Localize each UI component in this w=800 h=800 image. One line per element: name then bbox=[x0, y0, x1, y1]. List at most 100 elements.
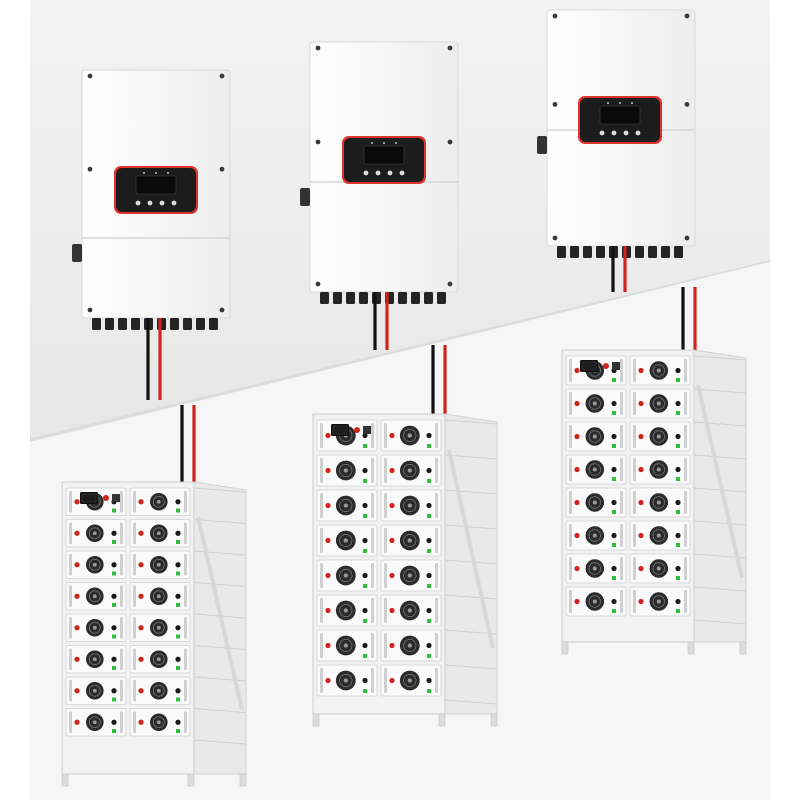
status-led bbox=[363, 619, 367, 623]
side-handle bbox=[537, 136, 547, 154]
fan-ring bbox=[403, 498, 417, 513]
terminal-positive bbox=[574, 532, 580, 539]
battery-module bbox=[629, 355, 691, 386]
module-handle bbox=[620, 458, 623, 481]
fan-hub bbox=[343, 608, 348, 613]
bms-port bbox=[112, 494, 120, 502]
bottom-connector bbox=[359, 292, 368, 304]
fan-ring bbox=[403, 673, 417, 688]
rack-side-shelf bbox=[693, 454, 747, 460]
module-handle bbox=[633, 359, 636, 382]
fan-hub bbox=[656, 533, 661, 538]
module-handle bbox=[320, 493, 323, 518]
status-led bbox=[676, 444, 680, 448]
module-handle bbox=[371, 633, 374, 658]
screw bbox=[219, 73, 225, 79]
status-led bbox=[363, 514, 367, 518]
module-handle bbox=[684, 359, 687, 382]
module-handle bbox=[120, 491, 123, 513]
terminal-negative bbox=[426, 467, 432, 474]
status-led bbox=[363, 479, 367, 483]
terminal-positive bbox=[638, 565, 644, 572]
bms-screen bbox=[332, 425, 348, 435]
bottom-connector bbox=[661, 246, 670, 258]
terminal-positive bbox=[389, 432, 395, 439]
rack-side-shelf bbox=[693, 421, 747, 427]
battery-module bbox=[316, 594, 378, 627]
terminal-negative bbox=[362, 537, 368, 544]
screw bbox=[219, 166, 225, 172]
screw bbox=[87, 166, 93, 172]
fan-ring bbox=[403, 428, 417, 443]
fan-ring bbox=[152, 684, 165, 697]
terminal-positive bbox=[389, 642, 395, 649]
terminal-negative bbox=[111, 530, 117, 536]
battery-module bbox=[65, 645, 127, 674]
bms-breaker bbox=[354, 427, 360, 433]
terminal-negative bbox=[611, 598, 617, 605]
terminal-positive bbox=[325, 502, 331, 509]
battery-module bbox=[65, 613, 127, 642]
rack-side-shelf bbox=[444, 664, 498, 670]
terminal-negative bbox=[611, 400, 617, 407]
module-handle bbox=[620, 557, 623, 580]
fan-hub bbox=[656, 599, 661, 604]
terminal-negative bbox=[426, 607, 432, 614]
battery-module bbox=[316, 454, 378, 487]
terminal-positive bbox=[138, 499, 144, 505]
module-handle bbox=[569, 392, 572, 415]
module-handle bbox=[620, 491, 623, 514]
fan-ring bbox=[88, 716, 101, 729]
fan-ring bbox=[403, 463, 417, 478]
bottom-connector bbox=[209, 318, 218, 330]
fan-hub bbox=[156, 720, 161, 725]
module-handle bbox=[569, 557, 572, 580]
terminal-positive bbox=[325, 607, 331, 614]
bottom-connector bbox=[346, 292, 355, 304]
battery-module bbox=[129, 708, 191, 737]
module-handle bbox=[569, 524, 572, 547]
module-handle bbox=[684, 557, 687, 580]
terminal-negative bbox=[175, 625, 181, 631]
battery-module bbox=[129, 519, 191, 548]
module-handle bbox=[684, 392, 687, 415]
module-handle bbox=[133, 585, 136, 607]
battery-module bbox=[565, 454, 627, 485]
rack-side-shelf bbox=[193, 487, 247, 493]
status-led bbox=[112, 634, 116, 639]
fan-hub bbox=[592, 401, 597, 406]
battery-module bbox=[129, 550, 191, 579]
terminal-positive bbox=[74, 688, 80, 694]
status-led bbox=[427, 619, 431, 623]
module-handle bbox=[633, 524, 636, 547]
bms-port bbox=[363, 426, 371, 434]
fan-hub bbox=[656, 566, 661, 571]
fan-ring bbox=[588, 463, 602, 476]
rack-side-shelf bbox=[444, 699, 498, 705]
rack-side-shelf bbox=[693, 520, 747, 526]
battery-module bbox=[380, 524, 442, 557]
terminal-negative bbox=[611, 499, 617, 506]
display-indicator bbox=[619, 102, 621, 104]
fan-hub bbox=[656, 368, 661, 373]
module-handle bbox=[69, 554, 72, 576]
fan-ring bbox=[88, 621, 101, 634]
terminal-negative bbox=[111, 562, 117, 568]
terminal-positive bbox=[74, 499, 80, 505]
module-handle bbox=[320, 598, 323, 623]
fan-ring bbox=[88, 590, 101, 603]
fan-hub bbox=[156, 625, 161, 630]
terminal-positive bbox=[138, 593, 144, 599]
bottom-connector bbox=[596, 246, 605, 258]
module-handle bbox=[184, 648, 187, 670]
fan-hub bbox=[343, 468, 348, 473]
status-led bbox=[112, 603, 116, 607]
display-button bbox=[159, 200, 165, 206]
battery-module bbox=[65, 550, 127, 579]
module-handle bbox=[633, 425, 636, 448]
terminal-positive bbox=[574, 565, 580, 572]
status-led bbox=[176, 666, 180, 670]
fan-hub bbox=[407, 503, 412, 508]
terminal-positive bbox=[638, 532, 644, 539]
module-handle bbox=[435, 668, 438, 693]
